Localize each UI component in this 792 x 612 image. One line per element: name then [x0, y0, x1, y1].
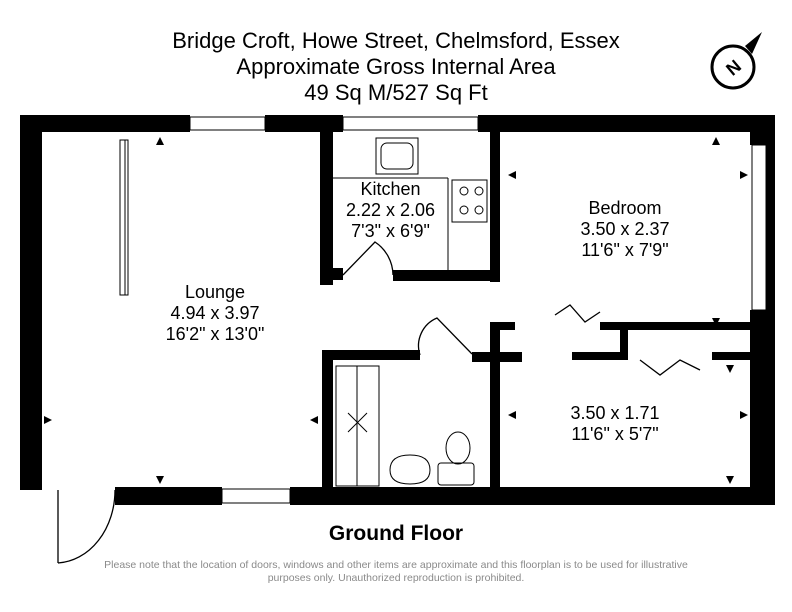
- room-label-lounge: Lounge 4.94 x 3.97 16'2" x 13'0": [140, 282, 290, 345]
- north-compass-icon: N: [710, 32, 762, 90]
- bedroom-door: [554, 304, 601, 323]
- area-label: Approximate Gross Internal Area: [236, 54, 556, 79]
- room-imperial: 11'6" x 5'7": [571, 424, 659, 444]
- window: [221, 488, 291, 504]
- window: [342, 116, 479, 131]
- bathroom-door: [417, 317, 473, 356]
- windows: [189, 116, 767, 504]
- room-imperial: 11'6" x 7'9": [581, 240, 669, 260]
- room-imperial: 7'3" x 6'9": [351, 221, 430, 241]
- measure-markers: [44, 137, 748, 484]
- room-metric: 3.50 x 1.71: [570, 403, 660, 423]
- disclaimer-line-2: purposes only. Unauthorized reproduction…: [267, 572, 525, 584]
- room-label-second-room: 3.50 x 1.71 11'6" x 5'7": [540, 403, 690, 445]
- kitchen-sink-icon: [375, 137, 419, 175]
- toilet-icon: [445, 431, 471, 465]
- walls: [20, 115, 775, 505]
- front-door: [57, 489, 116, 564]
- floor-label: Ground Floor: [328, 522, 464, 545]
- area-value: 49 Sq M/527 Sq Ft: [304, 80, 488, 105]
- room-metric: 2.22 x 2.06: [345, 200, 436, 220]
- window: [751, 144, 767, 311]
- kitchen-door: [342, 241, 394, 276]
- svg-text:N: N: [722, 56, 745, 80]
- room-name: Kitchen: [360, 179, 421, 199]
- fixtures: [119, 137, 488, 487]
- room-label-bedroom: Bedroom 3.50 x 2.37 11'6" x 7'9": [550, 198, 700, 261]
- room-metric: 3.50 x 2.37: [580, 219, 670, 239]
- room-imperial: 16'2" x 13'0": [165, 324, 265, 344]
- room-label-kitchen: Kitchen 2.22 x 2.06 7'3" x 6'9": [333, 179, 448, 242]
- disclaimer: Please note that the location of doors, …: [0, 559, 792, 585]
- room-name: Bedroom: [588, 198, 662, 218]
- cupboard-door: [639, 359, 701, 376]
- doors: [57, 241, 701, 564]
- room-metric: 4.94 x 3.97: [170, 303, 260, 323]
- wardrobe: [119, 139, 129, 296]
- disclaimer-line-1: Please note that the location of doors, …: [104, 559, 688, 571]
- address-title: Bridge Croft, Howe Street, Chelmsford, E…: [172, 28, 620, 53]
- window: [189, 116, 266, 131]
- hob-icon: [451, 179, 488, 223]
- basin-icon: [389, 454, 431, 485]
- room-name: Lounge: [184, 282, 246, 302]
